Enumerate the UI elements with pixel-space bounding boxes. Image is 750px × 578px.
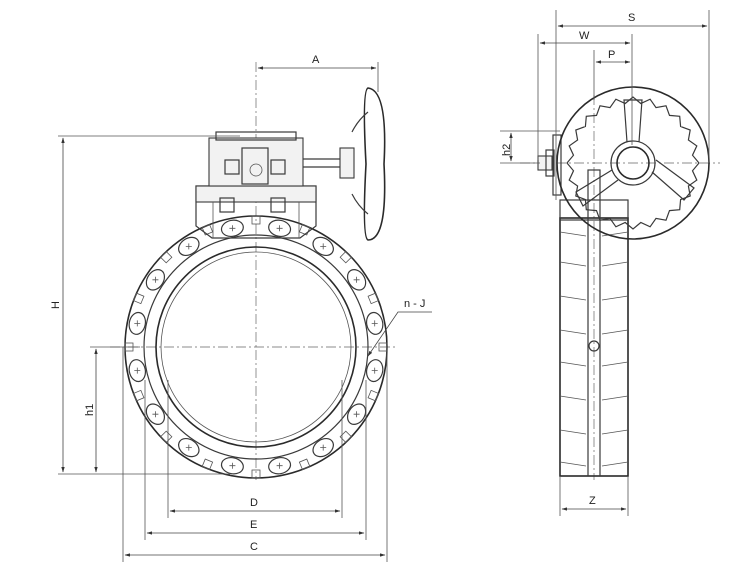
bolt-center-mark [371,367,378,374]
gearbox [208,137,304,187]
bolt-hole [365,311,384,335]
rib-block [298,458,311,471]
bolt-center-mark [353,411,360,418]
bolt-hole [312,437,334,458]
rib-block [159,250,173,264]
side-rib-line [559,231,629,237]
rib-block [201,458,214,471]
bolt-hole [220,219,244,238]
side-rib-line [559,261,629,267]
rib-block [367,389,380,402]
front-view: A H h1 D E C n - J [50,54,432,562]
bolt-center-mark [353,276,360,283]
flange-inner-ring [143,234,369,460]
dim-label-n-J: n - J [404,298,425,310]
side-rib-line [559,429,629,435]
dim-label-h2: h2 [501,144,513,156]
bolt-hole [128,311,147,335]
bore [155,246,357,448]
dim-label-W: W [579,30,590,42]
dim-label-P: P [608,49,615,61]
bolt-center-mark [320,243,327,250]
rib-block [132,389,145,402]
bolt-hole [220,456,244,475]
side-rib-line [559,329,629,335]
dim-label-A: A [312,54,320,66]
bolt-hole [178,236,200,257]
bolt-hole [346,269,367,291]
rib-block [339,430,353,444]
bolt-center-mark [185,243,192,250]
bolt-hole [346,403,367,425]
bolt-hole [365,359,384,383]
dim-label-E: E [250,519,257,531]
dim-label-S: S [628,12,635,24]
bolt-center-mark [185,444,192,451]
dim-label-C: C [250,541,258,553]
bolt-holes [124,215,388,479]
bolt-center-mark [134,320,141,327]
dim-label-Z: Z [589,495,596,507]
dim-label-D: D [250,497,258,509]
bolt-hole [178,437,200,458]
side-rib-line [559,395,629,401]
rib-block [339,250,353,264]
bolt-center-mark [320,444,327,451]
side-rib-line [559,361,629,367]
side-view: S W P h2 Z [500,10,720,516]
bolt-center-mark [152,411,159,418]
bolt-center-mark [229,225,236,232]
bolt-center-mark [229,462,236,469]
bolt-hole [128,359,147,383]
rib-block [251,469,261,479]
dim-label-h1: h1 [84,404,96,416]
bolt-center-mark [152,276,159,283]
bolt-hole [145,269,166,291]
bolt-hole [145,403,166,425]
handwheel-side [363,87,386,241]
bolt-center-mark [371,320,378,327]
rib-block [159,430,173,444]
bolt-hole [268,456,292,475]
bolt-center-mark [276,462,283,469]
rib-block [251,215,261,225]
rib-block [367,292,380,305]
side-rib-line [559,461,629,467]
bolt-center-mark [134,367,141,374]
bolt-center-mark [276,225,283,232]
side-ribs [559,231,629,467]
bolt-hole [312,236,334,257]
dim-label-H: H [50,301,62,309]
rib-block [132,292,145,305]
bolt-hole [268,219,292,238]
side-rib-line [559,295,629,301]
